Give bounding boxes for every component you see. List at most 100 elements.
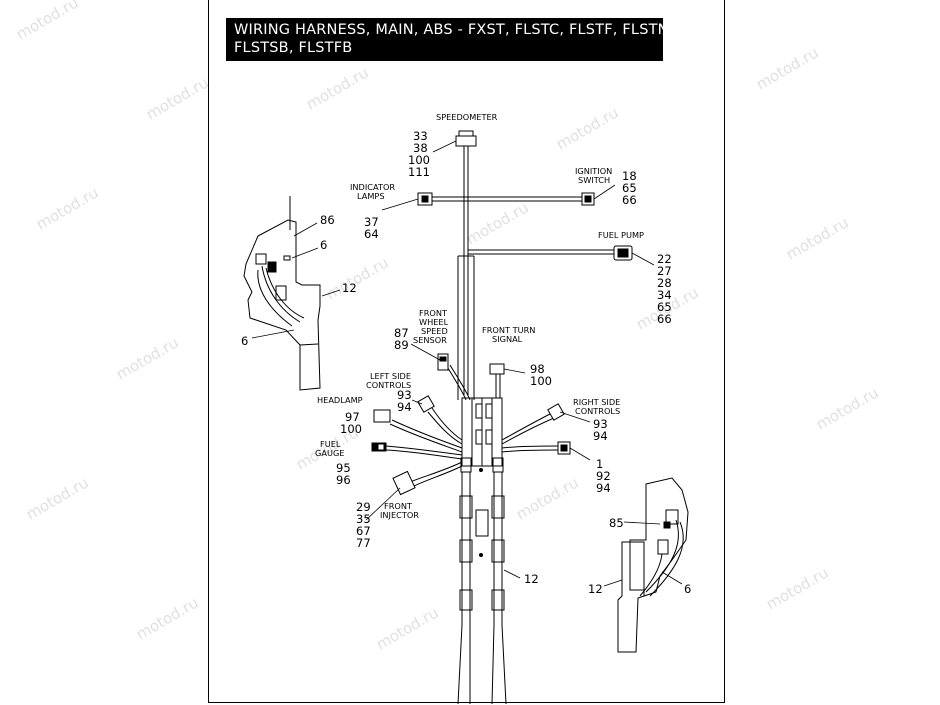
leader-line (593, 184, 616, 200)
watermark-text: motod.ru (113, 333, 182, 383)
detail-wire (257, 269, 293, 327)
fuel-gauge-label: GAUGE (315, 448, 344, 458)
detail-wire (645, 519, 679, 593)
detail-wire (639, 553, 663, 597)
callout-number: 92 (596, 469, 611, 483)
callout-number: 12 (342, 281, 357, 295)
headlamp-label: HEADLAMP (317, 395, 363, 405)
front-injector-connector (392, 470, 416, 496)
leader-line (503, 569, 521, 579)
watermark-text: motod.ru (13, 0, 82, 43)
leader-line (559, 411, 591, 423)
front-injector-label: INJECTOR (380, 510, 419, 520)
frame-bracket (243, 219, 321, 391)
detail-wire (261, 265, 301, 323)
branch-wire (409, 461, 463, 483)
callout-number: 96 (336, 473, 351, 487)
fuel-pump-connector (613, 245, 633, 261)
detail-connector (255, 253, 267, 265)
harness-clip (459, 589, 473, 611)
callout-number: 93 (397, 388, 412, 402)
front-turn-label: SIGNAL (492, 334, 523, 344)
callout-number: 89 (394, 338, 409, 352)
callout-number: 100 (408, 153, 430, 167)
callout-number: 6 (241, 334, 248, 348)
leader-line (631, 252, 655, 266)
callout-number: 38 (413, 141, 428, 155)
title-line-1: WIRING HARNESS, MAIN, ABS - FXST, FLSTC,… (234, 22, 674, 38)
fuel-gauge-label: FUEL (320, 439, 341, 449)
page-title: WIRING HARNESS, MAIN, ABS - FXST, FLSTC,… (226, 18, 674, 61)
callout-number: 85 (609, 516, 624, 530)
callout-number: 65 (657, 300, 672, 314)
callout-number: 100 (340, 422, 362, 436)
connector-pin (584, 195, 592, 203)
watermark-text: motod.ru (553, 103, 622, 153)
harness-rail (501, 624, 507, 705)
ignition-switch-label: IGNITION (575, 166, 612, 176)
leader-line (293, 222, 318, 237)
harness-dot (479, 553, 483, 557)
connector-pin (617, 248, 629, 258)
detail-connector (267, 261, 277, 273)
harness-clip (491, 495, 505, 519)
front-wheel-label: WHEEL (419, 317, 449, 327)
watermark-text: motod.ru (23, 473, 92, 523)
right-side-controls-label: CONTROLS (575, 406, 620, 416)
detail-clip (663, 521, 671, 529)
indicator-lamps-label: LAMPS (357, 191, 385, 201)
leader-line (661, 571, 683, 585)
watermark-text: motod.ru (323, 253, 392, 303)
callout-number: 97 (345, 410, 360, 424)
branch-wire (501, 445, 559, 449)
indicator-lamps-connector (417, 192, 433, 206)
watermark-text: motod.ru (133, 593, 202, 643)
right-lower-connector (557, 441, 571, 455)
leader-line (603, 579, 623, 587)
connector-body (417, 395, 435, 413)
callout-number: 94 (397, 400, 412, 414)
branch-wire (449, 364, 471, 401)
leader-line (503, 368, 526, 374)
callout-number: 18 (622, 169, 637, 183)
leader-line (411, 399, 423, 405)
connector-body (455, 135, 477, 147)
watermark-text: motod.ru (753, 43, 822, 93)
harness-clip (475, 429, 483, 445)
diagram-page (208, 0, 725, 703)
watermark-text: motod.ru (303, 63, 372, 113)
branch-wire (431, 407, 463, 441)
watermark-text: motod.ru (513, 473, 582, 523)
frame-edge (299, 343, 319, 346)
callout-number: 94 (596, 481, 611, 495)
branch-wire (427, 411, 463, 445)
branch-wire (391, 419, 463, 449)
leader-line (291, 247, 319, 259)
right-side-controls-label: RIGHT SIDE (573, 397, 620, 407)
front-wheel-label: SPEED (421, 326, 448, 336)
watermark-text: motod.ru (813, 383, 882, 433)
leader-line (432, 140, 457, 153)
callout-number: 6 (684, 582, 691, 596)
callout-number: 6 (320, 238, 327, 252)
connector-pin (377, 443, 385, 451)
detail-connector (665, 509, 679, 525)
callout-number: 86 (320, 213, 335, 227)
branch-wire (411, 465, 463, 488)
callout-number: 28 (657, 276, 672, 290)
callout-number: 34 (657, 288, 672, 302)
harness-clip (459, 539, 473, 563)
connector-body (437, 353, 449, 371)
branch-wire (501, 449, 559, 453)
connector-pin (421, 195, 429, 203)
connector-pin (560, 444, 568, 452)
callout-numbers: 33 38 100 111 37 64 18 65 66 22 27 28 34… (241, 129, 691, 596)
branch-wires (385, 364, 559, 488)
connector-pin (439, 356, 447, 362)
harness-clip (485, 403, 493, 419)
callout-number: 67 (356, 524, 371, 538)
left-detail-inset (243, 196, 341, 391)
callout-number: 66 (657, 312, 672, 326)
front-wheel-label: FRONT (419, 308, 448, 318)
